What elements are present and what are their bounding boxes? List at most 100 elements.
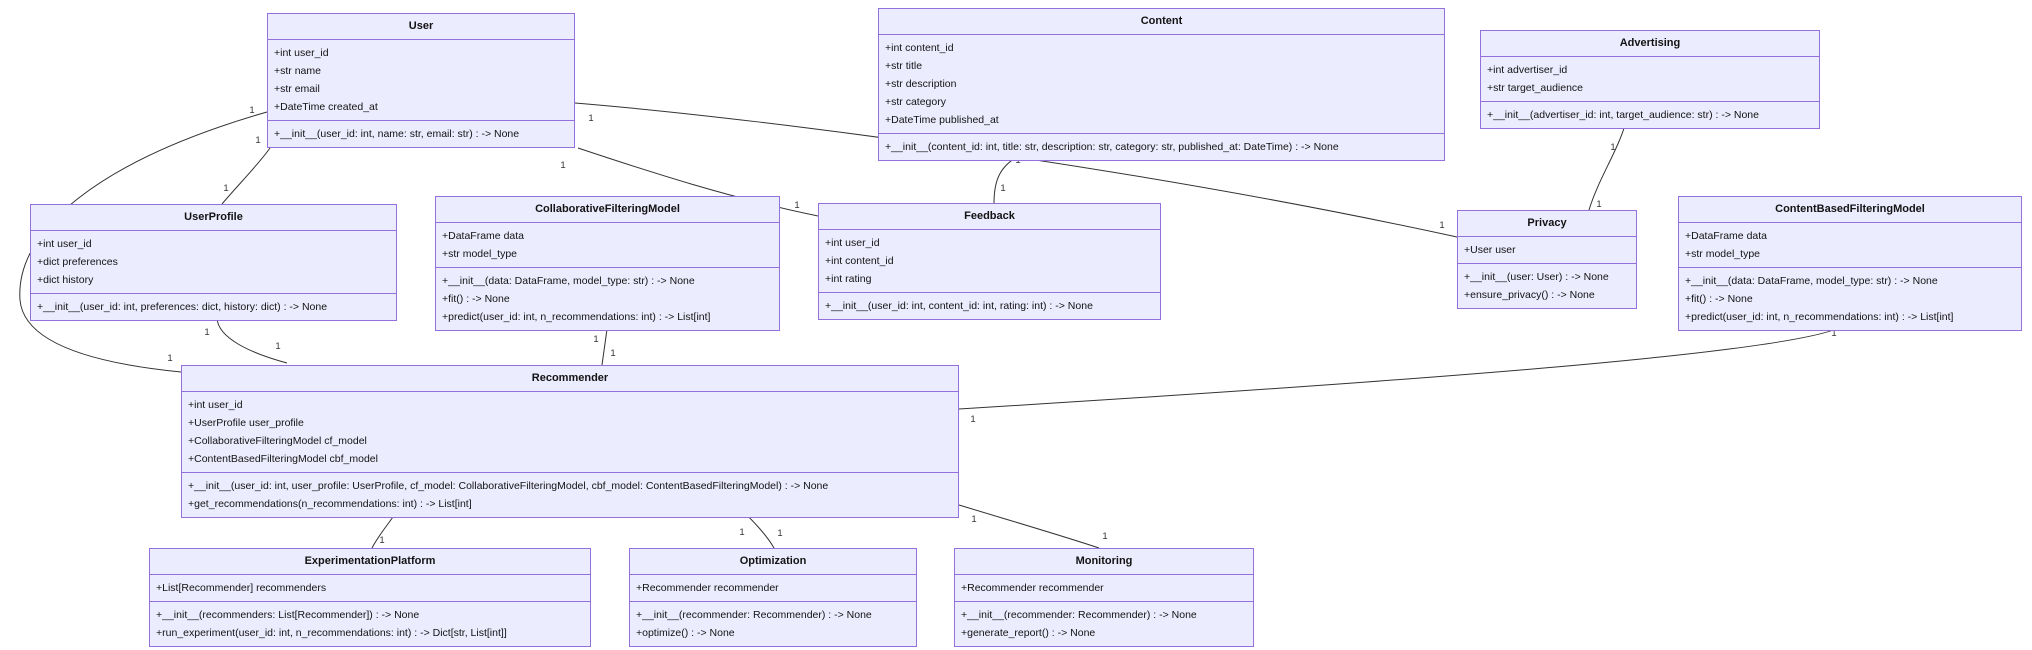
class-attribute: +str model_type	[442, 248, 517, 260]
multiplicity-label: 1	[588, 113, 593, 124]
multiplicity-label: 1	[610, 348, 615, 359]
class-attribute: +User user	[1464, 244, 1516, 256]
class-title: Optimization	[630, 549, 916, 575]
methods-section: +__init__(data: DataFrame, model_type: s…	[436, 267, 779, 330]
multiplicity-label: 1	[1000, 183, 1005, 194]
multiplicity-label: 1	[1439, 220, 1444, 231]
methods-section: +__init__(recommender: Recommender) : ->…	[630, 601, 916, 646]
multiplicity-label: 1	[794, 200, 799, 211]
edge-advertising-privacy	[1588, 124, 1626, 211]
class-attribute: +dict history	[37, 274, 94, 286]
class-attribute: +int user_id	[188, 399, 243, 411]
class-feedback: Feedback +int user_id +int content_id +int …	[818, 203, 1161, 320]
multiplicity-label: 1	[255, 135, 260, 146]
class-attribute: +ContentBasedFilteringModel cbf_model	[188, 453, 378, 465]
class-title: Content	[879, 9, 1444, 35]
class-attribute: +str email	[274, 83, 320, 95]
class-userprofile: UserProfile+int user_id+dict preferences…	[30, 204, 397, 321]
class-attribute: +int user_id	[825, 237, 880, 249]
methods-section: +__init__(user_id: int, preferences: dic…	[31, 293, 396, 320]
class-title: User	[268, 14, 574, 40]
edge-recommender-monitoring	[958, 504, 1100, 549]
class-attribute: +str name	[274, 65, 321, 77]
multiplicity-label: 1	[223, 183, 228, 194]
methods-section: +__init__(recommender: Recommender) : ->…	[955, 601, 1253, 646]
multiplicity-label: 1	[275, 341, 280, 352]
class-method: +predict(user_id: int, n_recommendations…	[1685, 311, 1954, 323]
class-attribute: +str category	[885, 96, 946, 108]
edge-user-recommender	[19, 111, 268, 373]
class-attribute: +List[Recommender] recommenders	[156, 582, 327, 594]
class-title: Advertising	[1481, 31, 1819, 57]
methods-section: +__init__(data: DataFrame, model_type: s…	[1679, 267, 2021, 330]
class-method: +__init__(user: User) : -> None	[1464, 271, 1609, 283]
class-attribute: +DateTime published_at	[885, 114, 999, 126]
class-method: +get_recommendations(n_recommendations: …	[188, 498, 472, 510]
attributes-section: +int user_id +dict preferences +dict histo…	[31, 231, 396, 293]
class-method: +__init__(user_id: int, name: str, email…	[274, 128, 520, 140]
edge-userprofile-recommender	[216, 317, 288, 364]
methods-section: +__init__(user_id: int, content_id: int,…	[819, 292, 1160, 319]
class-method: +fit() : -> None	[1685, 293, 1753, 305]
class-attribute: +int rating	[825, 273, 872, 285]
class-content: Content +int content_id +str title +str des…	[878, 8, 1445, 161]
class-attribute: +int user_id	[37, 238, 92, 250]
class-attribute: +Recommender recommender	[636, 582, 779, 594]
attributes-section: +List[Recommender] recommenders	[150, 575, 590, 601]
class-title: Monitoring	[955, 549, 1253, 575]
class-attribute: +str target_audience	[1487, 82, 1584, 94]
attributes-section: +Recommender recommender	[955, 575, 1253, 601]
class-privacy: Privacy +User user +__init__(user: User) :…	[1457, 210, 1637, 309]
class-method: +__init__(user_id: int, preferences: dic…	[37, 301, 328, 313]
class-method: +__init__(recommenders: List[Recommender…	[156, 609, 420, 621]
class-cfm: CollaborativeFilteringModel +DataFrame da…	[435, 196, 780, 331]
class-method: +run_experiment(user_id: int, n_recommen…	[156, 627, 507, 639]
class-title: Privacy	[1458, 211, 1636, 237]
multiplicity-label: 1	[593, 334, 598, 345]
multiplicity-label: 1	[167, 353, 172, 364]
class-attribute: +DateTime created_at	[274, 101, 378, 113]
attributes-section: +Recommender recommender	[630, 575, 916, 601]
class-attribute: +int content_id	[825, 255, 894, 267]
class-title: ExperimentationPlatform	[150, 549, 590, 575]
class-title: Feedback	[819, 204, 1160, 230]
attributes-section: +int advertiser_id +str target_audience	[1481, 57, 1819, 101]
multiplicity-label: 1	[1596, 199, 1601, 210]
class-attribute: +int content_id	[885, 42, 954, 54]
methods-section: +__init__(user_id: int, user_profile: Us…	[182, 472, 958, 517]
class-method: +__init__(data: DataFrame, model_type: s…	[442, 275, 695, 287]
class-method: +ensure_privacy() : -> None	[1464, 289, 1595, 301]
class-attribute: +DataFrame data	[442, 230, 525, 242]
class-attribute: +CollaborativeFilteringModel cf_model	[188, 435, 367, 447]
multiplicity-label: 1	[970, 414, 975, 425]
class-method: +__init__(recommender: Recommender) : ->…	[961, 609, 1197, 621]
class-method: +generate_report() : -> None	[961, 627, 1096, 639]
class-attribute: +int advertiser_id	[1487, 64, 1568, 76]
multiplicity-label: 1	[971, 514, 976, 525]
class-attribute: +str model_type	[1685, 248, 1760, 260]
multiplicity-label: 1	[777, 528, 782, 539]
class-title: CollaborativeFilteringModel	[436, 197, 779, 223]
methods-section: +__init__(user: User) : -> None +ensure_p…	[1458, 263, 1636, 308]
edge-cbfm-recommender	[958, 321, 1847, 410]
multiplicity-label: 1	[249, 105, 254, 116]
methods-section: +__init__(advertiser_id: int, target_aud…	[1481, 101, 1819, 128]
class-advertising: Advertising +int advertiser_id +str target…	[1480, 30, 1820, 129]
class-attribute: +str description	[885, 78, 957, 90]
class-user: User +int user_id +str name +str email +Date…	[267, 13, 575, 148]
class-attribute: +str title	[885, 60, 923, 72]
class-title: ContentBasedFilteringModel	[1679, 197, 2021, 223]
edge-user-userprofile	[221, 147, 271, 205]
attributes-section: +int user_id+UserProfile user_profile+Co…	[182, 392, 958, 472]
class-attribute: +dict preferences	[37, 256, 118, 268]
class-recommender: Recommender+int user_id+UserProfile user…	[181, 365, 959, 518]
multiplicity-label: 1	[1102, 531, 1107, 542]
class-method: +__init__(data: DataFrame, model_type: s…	[1685, 275, 1938, 287]
class-experimentation: ExperimentationPlatform +List[Recommender…	[149, 548, 591, 647]
class-attribute: +int user_id	[274, 47, 329, 59]
methods-section: +__init__(content_id: int, title: str, d…	[879, 133, 1444, 160]
class-method: +optimize() : -> None	[636, 627, 735, 639]
class-optimization: Optimization +Recommender recommender +__i…	[629, 548, 917, 647]
